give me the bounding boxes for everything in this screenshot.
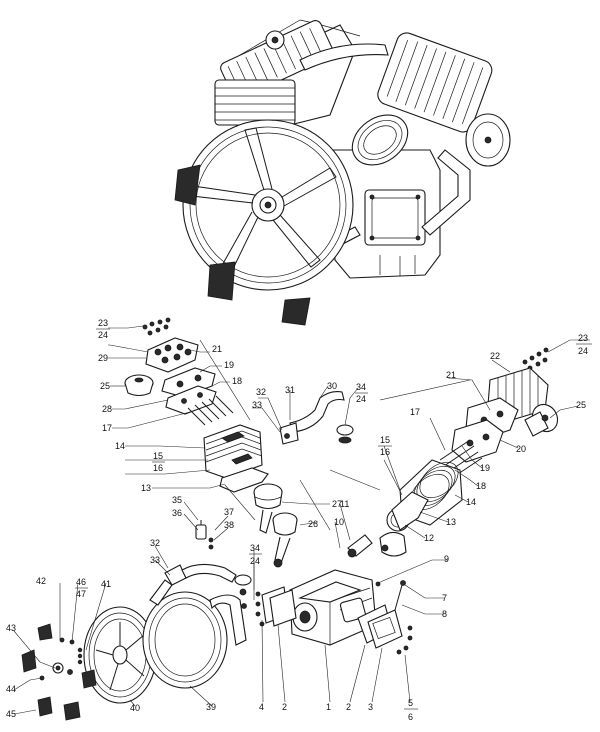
label-32-lower: 32 — [150, 538, 160, 548]
label-37: 37 — [224, 507, 234, 517]
gasket-2-cover-3-right — [357, 604, 403, 649]
valve-plate-28 — [161, 367, 217, 415]
piston-27 — [253, 483, 283, 534]
label-39: 39 — [206, 702, 216, 712]
label-5: 5 — [408, 698, 413, 708]
label-40: 40 — [130, 703, 140, 713]
label-19-left: 19 — [224, 360, 234, 370]
label-16-left: 16 — [153, 463, 163, 473]
label-41: 41 — [101, 579, 111, 589]
label-15-left: 15 — [153, 451, 163, 461]
label-18-right: 18 — [476, 481, 486, 491]
label-11: 11 — [340, 499, 349, 509]
air-filter-25-left — [124, 374, 154, 397]
label-13-right: 13 — [446, 517, 456, 527]
label-43: 43 — [6, 623, 16, 633]
label-33-lower: 33 — [150, 555, 160, 565]
label-25-left: 25 — [100, 381, 110, 391]
valve-35-36 — [195, 520, 214, 550]
gasket-13-right — [391, 491, 429, 531]
label-26: 26 — [308, 519, 318, 529]
label-21-right: 21 — [446, 370, 456, 380]
screws-5-6 — [396, 625, 413, 655]
label-33-upper: 33 — [252, 400, 262, 410]
label-32-upper: 32 — [256, 387, 266, 397]
label-2-left: 2 — [282, 702, 287, 712]
label-23-left: 23 — [98, 318, 108, 328]
label-9: 9 — [444, 554, 449, 564]
label-2-right: 2 — [346, 702, 351, 712]
label-24-upper: 24 — [356, 394, 366, 404]
label-25-right: 25 — [576, 400, 586, 410]
label-19-right: 19 — [480, 463, 490, 473]
label-47: 47 — [76, 589, 86, 599]
label-44: 44 — [6, 684, 16, 694]
label-34-upper: 34 — [356, 382, 366, 392]
fan-parts-41-47 — [21, 623, 97, 721]
assembled-compressor-illustration — [174, 19, 511, 326]
label-15-right: 15 — [380, 435, 390, 445]
label-31: 31 — [285, 385, 295, 395]
label-36: 36 — [172, 508, 182, 518]
valve-plates-20-21 — [451, 397, 519, 463]
label-13-left: 13 — [141, 483, 151, 493]
label-12: 12 — [424, 533, 434, 543]
gasket-2-cover-4-left — [255, 586, 297, 627]
label-4: 4 — [259, 702, 264, 712]
label-20: 20 — [516, 444, 526, 454]
belt-guard-39 — [142, 579, 247, 689]
label-29: 29 — [98, 353, 108, 363]
label-24-lower: 24 — [250, 556, 260, 566]
label-10: 10 — [334, 517, 344, 527]
label-23-right: 23 — [578, 333, 588, 343]
label-30: 30 — [327, 381, 337, 391]
label-14-left: 14 — [115, 441, 125, 451]
label-45: 45 — [6, 709, 16, 719]
label-17-left: 17 — [102, 423, 112, 433]
label-1: 1 — [326, 702, 331, 712]
cylinder-head-29 — [145, 337, 199, 373]
label-38: 38 — [224, 520, 234, 530]
label-24-left: 24 — [98, 330, 108, 340]
label-7: 7 — [442, 593, 447, 603]
exploded-parts — [21, 317, 559, 721]
crankcase-1 — [289, 569, 377, 646]
label-16-right: 16 — [380, 447, 390, 457]
label-6: 6 — [408, 712, 413, 722]
piston-26 — [272, 512, 298, 568]
gasket-13-left — [219, 467, 269, 493]
screws-23-24-left — [142, 317, 171, 336]
label-35: 35 — [172, 495, 182, 505]
label-22: 22 — [490, 351, 500, 361]
pipe-32-33-lower — [164, 563, 252, 609]
bolt-7-8 — [375, 580, 406, 611]
label-42: 42 — [36, 576, 46, 586]
dashed-connector-lines — [199, 339, 471, 531]
screws-23-24-right — [522, 347, 549, 371]
label-34-lower: 34 — [250, 543, 260, 553]
label-46: 46 — [76, 577, 86, 587]
air-filter-25-right — [524, 403, 559, 437]
cylinder-14-left — [203, 424, 263, 479]
label-28: 28 — [102, 404, 112, 414]
label-18-left: 18 — [232, 376, 242, 386]
label-21-left: 21 — [212, 344, 222, 354]
studs-17-left — [187, 395, 234, 426]
label-17-right: 17 — [410, 407, 420, 417]
label-27: 27 — [332, 499, 342, 509]
leader-lines — [13, 325, 590, 715]
label-14-right: 14 — [466, 497, 476, 507]
label-8: 8 — [442, 609, 447, 619]
label-24-right: 24 — [578, 346, 588, 356]
part-number-labels: 23 24 29 21 19 25 18 28 17 32 31 30 34 2… — [6, 318, 592, 722]
label-3: 3 — [368, 702, 373, 712]
discharge-pipe-30-31 — [279, 391, 354, 445]
